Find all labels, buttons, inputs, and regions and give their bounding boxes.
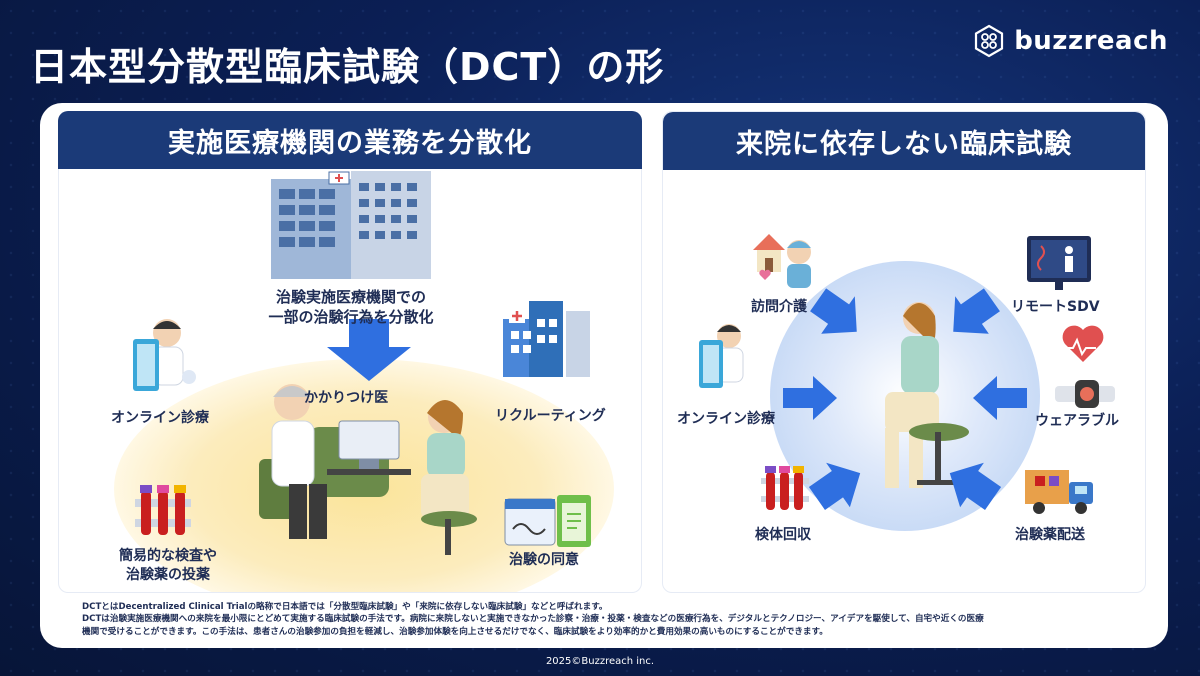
consent-label: 治験の同意 — [509, 552, 579, 568]
online-doctor-icon — [133, 319, 196, 391]
copyright: 2025©Buzzreach inc. — [545, 656, 655, 667]
consent-document-icon — [504, 495, 591, 547]
left-panel-body: 治験実施医療機関での 一部の治験行為を分散化 かかりつけ医 オンライン診療 リク… — [58, 169, 642, 593]
logo-text: buzzreach — [1014, 26, 1168, 56]
online-consultation-right-label: オンライン診療 — [677, 411, 775, 427]
drug-delivery-label: 治験薬配送 — [1015, 527, 1085, 543]
brand-logo[interactable]: buzzreach — [972, 24, 1168, 58]
hospital-building-icon — [271, 171, 431, 279]
wearable-label: ウェアラブル — [1035, 413, 1119, 429]
online-consultation-label: オンライン診療 — [111, 410, 209, 426]
down-arrow-icon — [327, 319, 411, 381]
hospital-caption: 治験実施医療機関での 一部の治験行為を分散化 — [59, 287, 641, 328]
right-panel-body: 訪問介護 リモートSDV オンライン診療 ウェアラブル 検体回収 治験薬配送 — [663, 170, 1145, 592]
right-panel-title: 来院に依存しない臨床試験 — [663, 112, 1145, 170]
wearable-icon — [1055, 325, 1115, 408]
page-title: 日本型分散型臨床試験（DCT）の形 — [30, 45, 665, 89]
sample-tubes-icon — [761, 466, 809, 510]
left-illustration — [114, 171, 614, 592]
buzzreach-logo-icon — [975, 24, 1004, 58]
recruiting-hospital-icon — [503, 301, 590, 377]
arrow-bottom-left — [808, 462, 861, 510]
footnote-line3: 機関で受けることができます。この手法は、患者さんの治験参加の負担を軽減し、治験参… — [82, 626, 828, 637]
remote-sdv-label: リモートSDV — [1011, 299, 1100, 315]
test-tubes-icon — [135, 485, 191, 535]
footnote-line1: DCTとはDecentralized Clinical Trialの略称で日本語… — [82, 602, 608, 612]
inward-arrows — [783, 288, 1027, 510]
left-panel: 実施医療機関の業務を分散化 — [58, 111, 642, 593]
recruiting-label: リクルーティング — [495, 408, 606, 424]
left-panel-title: 実施医療機関の業務を分散化 — [58, 111, 642, 169]
remote-monitor-icon — [1027, 236, 1091, 290]
doctor-consultation-icon — [259, 384, 477, 555]
footnote-line2: DCTは治験実施医療機関への来院を最小限にとどめて実施する臨床試験の手法です。病… — [82, 614, 984, 625]
simple-test-line2: 治験薬の投薬 — [126, 566, 210, 583]
right-panel: 来院に依存しない臨床試験 — [662, 111, 1146, 593]
content-card: 実施医療機関の業務を分散化 — [40, 103, 1168, 648]
footnote: DCTとはDecentralized Clinical Trialの略称で日本語… — [82, 601, 1132, 638]
arrow-bottom-right — [949, 462, 1002, 510]
arrow-top-right — [953, 288, 1000, 334]
sample-collection-label: 検体回収 — [755, 527, 811, 543]
hospital-caption-line1: 治験実施医療機関での — [275, 288, 426, 306]
right-illustration — [699, 234, 1115, 531]
arrow-mid-left — [783, 376, 837, 420]
home-care-icon — [753, 234, 811, 288]
simple-test-label: 簡易的な検査や 治験薬の投薬 — [119, 547, 217, 585]
simple-test-line1: 簡易的な検査や — [119, 548, 217, 564]
hospital-caption-line2: 一部の治験行為を分散化 — [268, 308, 434, 327]
arrow-mid-right — [973, 376, 1027, 420]
patient-figure-icon — [885, 302, 969, 488]
family-doctor-label: かかりつけ医 — [304, 390, 389, 406]
arrow-top-left — [810, 288, 857, 334]
home-care-label: 訪問介護 — [751, 299, 807, 315]
delivery-truck-icon — [1025, 470, 1093, 514]
online-doctor-right-icon — [699, 324, 744, 388]
